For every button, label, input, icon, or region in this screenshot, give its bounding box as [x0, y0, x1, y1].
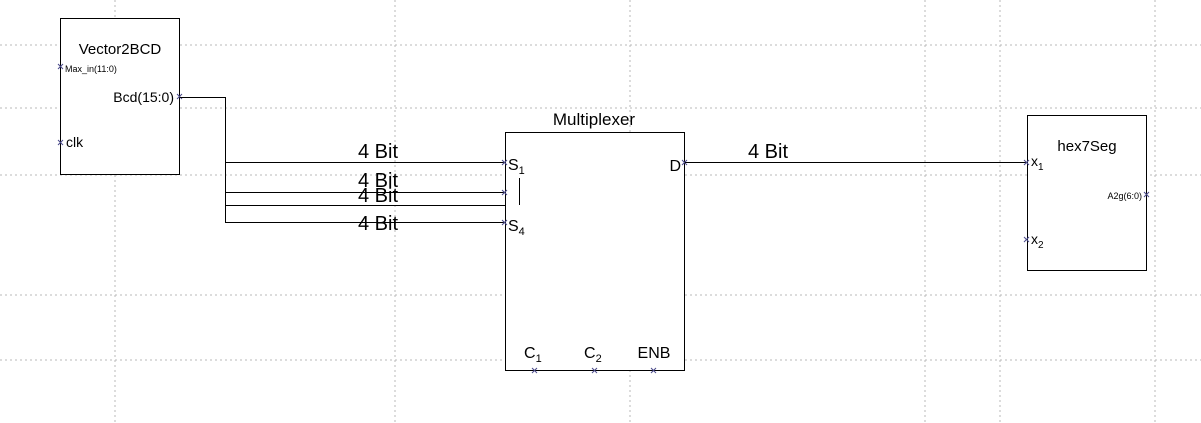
multiplexer-block[interactable]: Multiplexer S1 S4 D C1 C2 ENB	[501, 110, 688, 374]
mux-port-s4: S4	[508, 218, 525, 238]
mux-port-d: D	[669, 158, 681, 175]
vector2bcd-block[interactable]: Vector2BCD Max_in(11:0) Bcd(15:0) clk	[57, 18, 183, 175]
mux-port-s1: S1	[508, 157, 525, 177]
vector2bcd-port-max-in: Max_in(11:0)	[65, 64, 117, 74]
mux-port-enb: ENB	[638, 345, 671, 362]
bus-label-1: 4 Bit	[358, 141, 398, 163]
hex7seg-port-x2: x2	[1031, 231, 1044, 251]
bus-label-2: 4 Bit	[358, 170, 398, 192]
bus-label-3: 4 Bit	[358, 185, 398, 207]
hex7seg-port-x1: x1	[1031, 153, 1044, 173]
hex7seg-block[interactable]: hex7Seg x1 x2 A2g(6:0)	[1023, 115, 1150, 271]
hex7seg-port-a2g: A2g(6:0)	[1107, 191, 1142, 201]
vector2bcd-port-bcd: Bcd(15:0)	[113, 89, 174, 105]
vector2bcd-port-clk: clk	[66, 134, 84, 150]
mux-port-c1: C1	[524, 345, 542, 365]
hex7seg-pin-markers	[1023, 159, 1150, 243]
bcd-bus-wires	[180, 97, 505, 223]
mux-port-c2: C2	[584, 345, 602, 365]
vector2bcd-pin-markers	[57, 63, 183, 146]
multiplexer-title: Multiplexer	[553, 110, 636, 129]
vector2bcd-title: Vector2BCD	[79, 41, 162, 58]
output-bus-label: 4 Bit	[748, 141, 788, 163]
bus-label-4: 4 Bit	[358, 213, 398, 235]
mux-pin-markers	[501, 159, 688, 374]
hex7seg-title: hex7Seg	[1057, 138, 1116, 155]
